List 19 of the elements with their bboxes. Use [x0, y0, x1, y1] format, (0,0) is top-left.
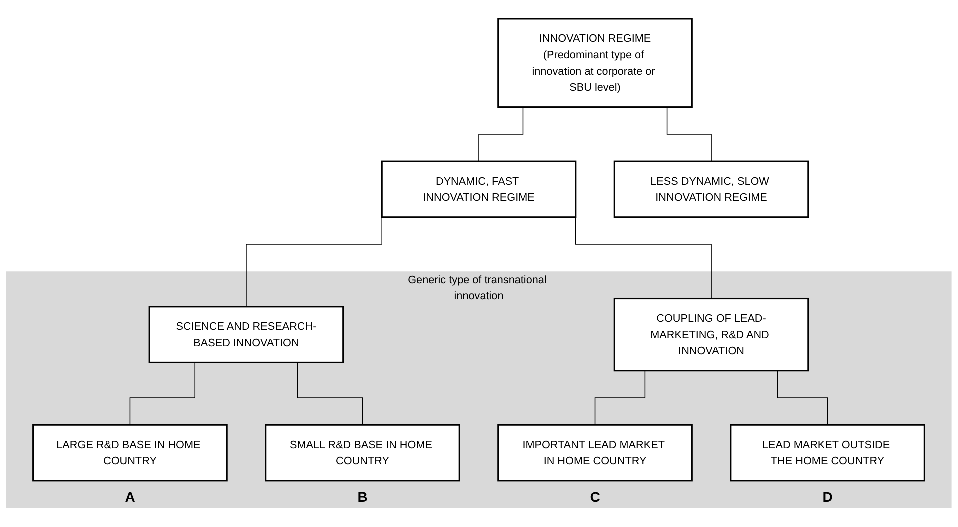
- connector: [478, 106, 524, 162]
- node-box: INNOVATION REGIME (Predominant type of innovation at corporate or SBU level): [498, 18, 693, 108]
- node-box: LARGE R&D BASE IN HOME COUNTRY: [32, 424, 228, 482]
- connector: [594, 370, 646, 426]
- connector: [297, 362, 364, 426]
- node-box: IMPORTANT LEAD MARKET IN HOME COUNTRY: [498, 424, 693, 482]
- node-box: SCIENCE AND RESEARCH-BASED INNOVATION: [148, 306, 344, 364]
- option-letter: C: [590, 488, 600, 505]
- connector: [777, 370, 828, 426]
- option-letter: A: [125, 488, 136, 505]
- node-box: SMALL R&D BASE IN HOME COUNTRY: [265, 424, 460, 482]
- connector: [666, 106, 712, 162]
- node-box: COUPLING OF LEAD-MARKETING, R&D AND INNOVATION: [614, 298, 810, 372]
- node-box: DYNAMIC, FAST INNOVATION REGIME: [381, 160, 577, 218]
- option-letter: B: [358, 488, 368, 505]
- node-box: LESS DYNAMIC, SLOW INNOVATION REGIME: [614, 160, 810, 218]
- node-box: LEAD MARKET OUTSIDE THE HOME COUNTRY: [730, 424, 926, 482]
- connector: [130, 362, 196, 426]
- option-letter: D: [822, 488, 833, 505]
